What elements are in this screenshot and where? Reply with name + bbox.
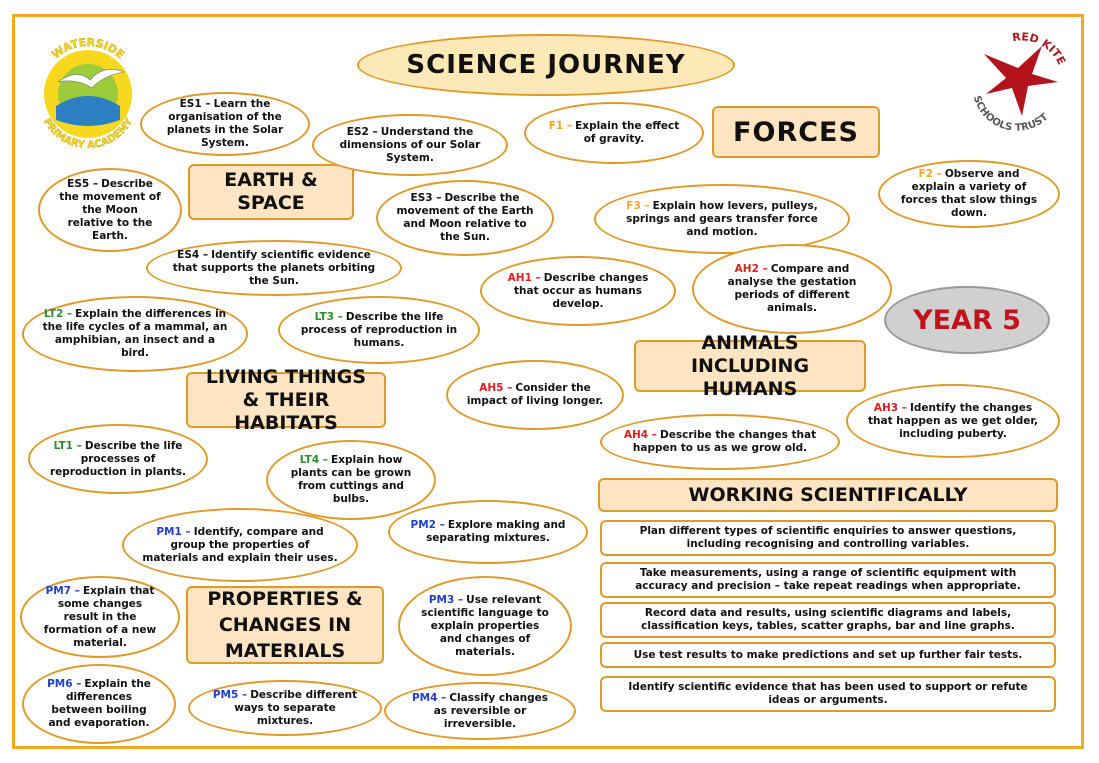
objective-f3: F3 –Explain how levers, pulleys, springs… — [594, 184, 850, 254]
objective-lt1: LT1 –Describe the life processes of repr… — [28, 424, 208, 494]
objective-es2: ES2 –Understand the dimensions of our So… — [312, 114, 508, 176]
objective-f1: F1 –Explain the effect of gravity. — [524, 102, 704, 164]
waterside-logo: WATERSIDE PRIMARY ACADEMY — [28, 28, 148, 156]
heading-forces: FORCES — [712, 106, 880, 158]
objective-pm7: PM7 –Explain that some changes result in… — [20, 576, 180, 658]
working-item-evidence: Identify scientific evidence that has be… — [600, 676, 1056, 712]
logo-schools-trust-text: SCHOOLS TRUST — [971, 94, 1051, 133]
objective-ah5: AH5 –Consider the impact of living longe… — [446, 360, 624, 430]
heading-working-scientifically: WORKING SCIENTIFICALLY — [598, 478, 1058, 512]
heading-earth-space: EARTH & SPACE — [188, 164, 354, 220]
objective-pm3: PM3 –Use relevant scientific language to… — [398, 576, 572, 676]
svg-text:SCHOOLS TRUST: SCHOOLS TRUST — [971, 94, 1051, 133]
objective-es1: ES1 –Learn the organisation of the plane… — [140, 92, 310, 156]
page-border — [12, 14, 1084, 749]
objective-lt2: LT2 –Explain the differences in the life… — [22, 296, 248, 372]
objective-f2: F2 –Observe and explain a variety of for… — [878, 160, 1060, 228]
objective-pm2: PM2 –Explore making and separating mixtu… — [388, 500, 588, 564]
objective-ah4: AH4 –Describe the changes that happen to… — [600, 414, 840, 470]
objective-lt3: LT3 –Describe the life process of reprod… — [278, 296, 480, 364]
heading-living-things: LIVING THINGS & THEIR HABITATS — [186, 366, 386, 434]
year-cloud: YEAR 5 — [884, 286, 1050, 354]
title-cloud: SCIENCE JOURNEY — [357, 34, 735, 96]
page-title: SCIENCE JOURNEY — [406, 49, 686, 80]
objective-pm6: PM6 –Explain the differences between boi… — [22, 664, 176, 744]
year-label: YEAR 5 — [913, 304, 1021, 336]
objective-ah1: AH1 –Describe changes that occur as huma… — [480, 256, 676, 326]
objective-ah3: AH3 –Identify the changes that happen as… — [846, 384, 1060, 458]
working-item-record: Record data and results, using scientifi… — [600, 602, 1056, 638]
objective-es5: ES5 –Describe the movement of the Moon r… — [38, 168, 182, 252]
working-item-plan: Plan different types of scientific enqui… — [600, 520, 1056, 556]
objective-es4: ES4 –Identify scientific evidence that s… — [146, 240, 402, 296]
objective-lt4: LT4 –Explain how plants can be grown fro… — [266, 440, 436, 520]
objective-pm1: PM1 –Identify, compare and group the pro… — [122, 508, 358, 582]
working-item-measure: Take measurements, using a range of scie… — [600, 562, 1056, 598]
heading-animals: ANIMALS INCLUDING HUMANS — [634, 332, 866, 400]
objective-ah2: AH2 –Compare and analyse the gestation p… — [692, 244, 892, 334]
objective-pm4: PM4 –Classify changes as reversible or i… — [384, 682, 576, 740]
working-item-predict: Use test results to make predictions and… — [600, 642, 1056, 668]
heading-materials: PROPERTIES & CHANGES IN MATERIALS — [186, 586, 384, 664]
objective-es3: ES3 –Describe the movement of the Earth … — [376, 180, 554, 256]
red-kite-logo: RED KITE SCHOOLS TRUST — [962, 24, 1074, 136]
objective-pm5: PM5 –Describe different ways to separate… — [188, 680, 382, 736]
